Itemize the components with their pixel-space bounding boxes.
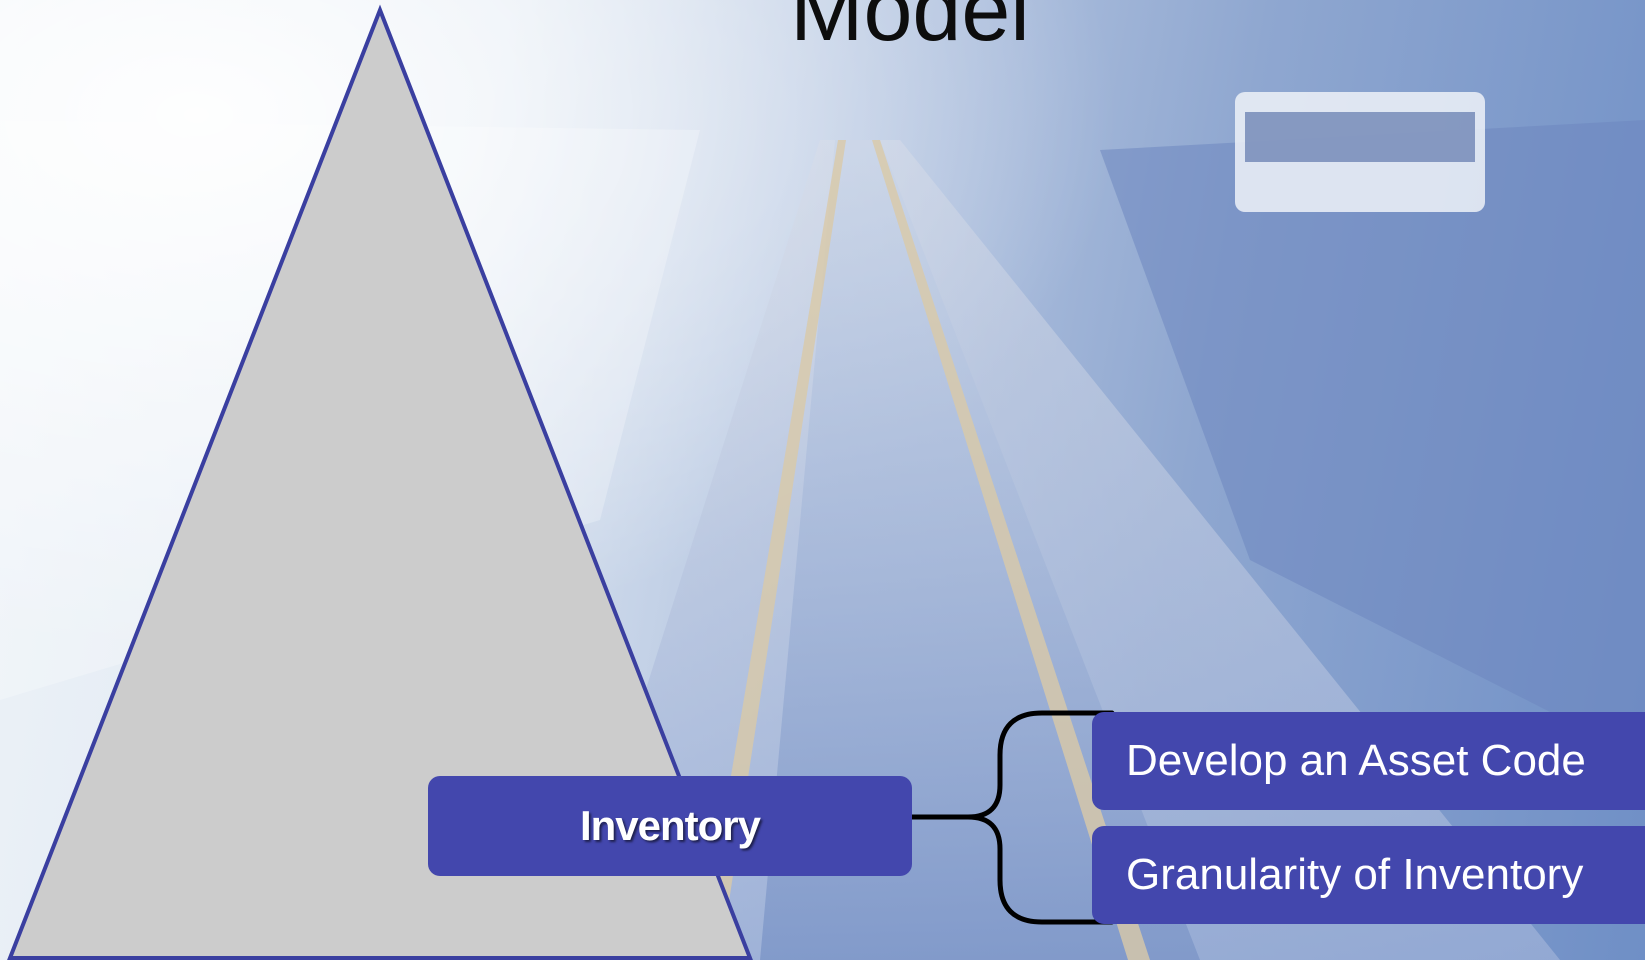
slide-title: Model (790, 0, 1030, 59)
inventory-level-box: Inventory (428, 776, 912, 876)
sub-item-box-asset-code: Develop an Asset Code (1092, 712, 1645, 810)
curly-bracket-connector (879, 710, 1115, 925)
sub-item-label: Granularity of Inventory (1126, 850, 1584, 899)
sub-item-box-granularity: Granularity of Inventory (1092, 826, 1645, 924)
pyramid-shape (7, 4, 753, 960)
sub-item-label: Develop an Asset Code (1126, 736, 1586, 785)
inventory-label: Inventory (579, 802, 761, 849)
